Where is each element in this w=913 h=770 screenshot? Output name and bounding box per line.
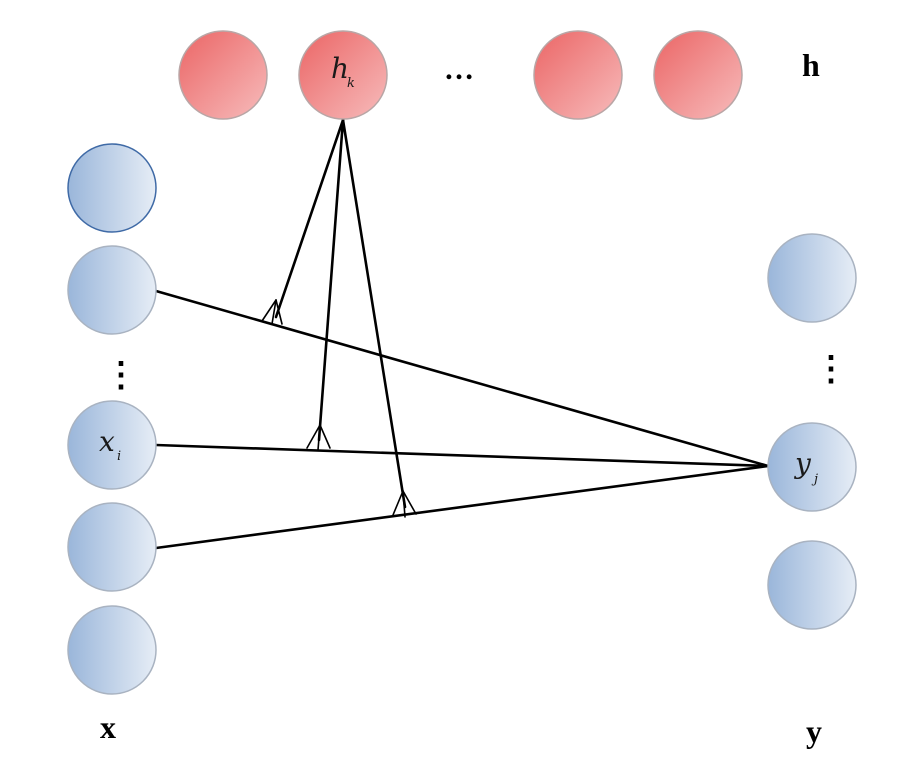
input-layer-label: x xyxy=(100,709,116,745)
hidden-node-3 xyxy=(533,30,623,120)
output-vertical-ellipsis: ⋮ xyxy=(814,351,848,388)
hidden-ellipsis: … xyxy=(444,53,474,86)
edge-tips xyxy=(261,299,417,518)
output-node-1 xyxy=(767,233,857,323)
tip-c xyxy=(392,490,417,518)
edges xyxy=(154,118,770,550)
input-node-1 xyxy=(67,143,157,233)
hidden-layer-label: h xyxy=(802,47,820,83)
output-node-j xyxy=(767,422,857,512)
edge-x2-yj xyxy=(154,289,770,468)
edge-hk-b xyxy=(317,118,345,442)
edge-xi-yj xyxy=(154,443,770,468)
input-node-2 xyxy=(67,245,157,335)
hidden-layer: h k … h xyxy=(178,30,820,120)
edge-hk-c xyxy=(341,118,407,509)
hidden-node-k xyxy=(298,30,388,120)
input-node-4 xyxy=(67,502,157,592)
input-node-5 xyxy=(67,605,157,695)
input-node-i-subscript: i xyxy=(117,449,121,464)
hidden-node-k-subscript: k xyxy=(347,76,355,91)
tip-a xyxy=(261,299,283,325)
output-node-j-subscript: j xyxy=(811,472,818,487)
hidden-node-1 xyxy=(178,30,268,120)
output-layer-label: y xyxy=(806,713,822,749)
edge-x4-yj xyxy=(154,464,770,550)
hidden-node-4 xyxy=(653,30,743,120)
input-node-i-label: x xyxy=(99,425,115,458)
input-node-i xyxy=(67,400,157,490)
edge-hk-a xyxy=(274,118,345,319)
output-layer: ⋮ y j y xyxy=(767,233,857,749)
input-layer: ⋮ x i x xyxy=(67,143,157,745)
output-node-3 xyxy=(767,540,857,630)
tip-b xyxy=(306,424,331,451)
output-node-j-label: y xyxy=(793,447,812,480)
hidden-node-k-label: h xyxy=(331,52,349,85)
input-vertical-ellipsis: ⋮ xyxy=(104,357,138,394)
